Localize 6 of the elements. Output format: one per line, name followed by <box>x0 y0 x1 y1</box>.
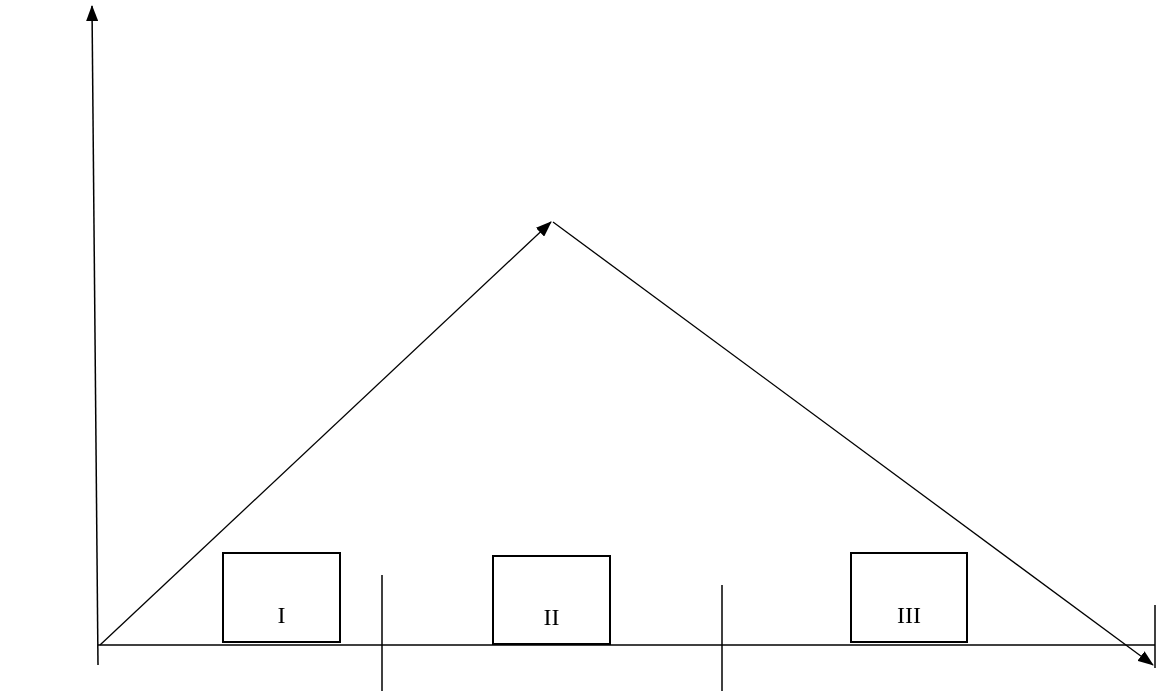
stage-box <box>492 555 611 645</box>
stage-box <box>850 552 968 643</box>
stage-numeral: II <box>543 604 560 631</box>
stage-box <box>222 552 341 643</box>
stage-numeral: I <box>277 602 286 629</box>
stage-numeral: III <box>897 602 921 629</box>
